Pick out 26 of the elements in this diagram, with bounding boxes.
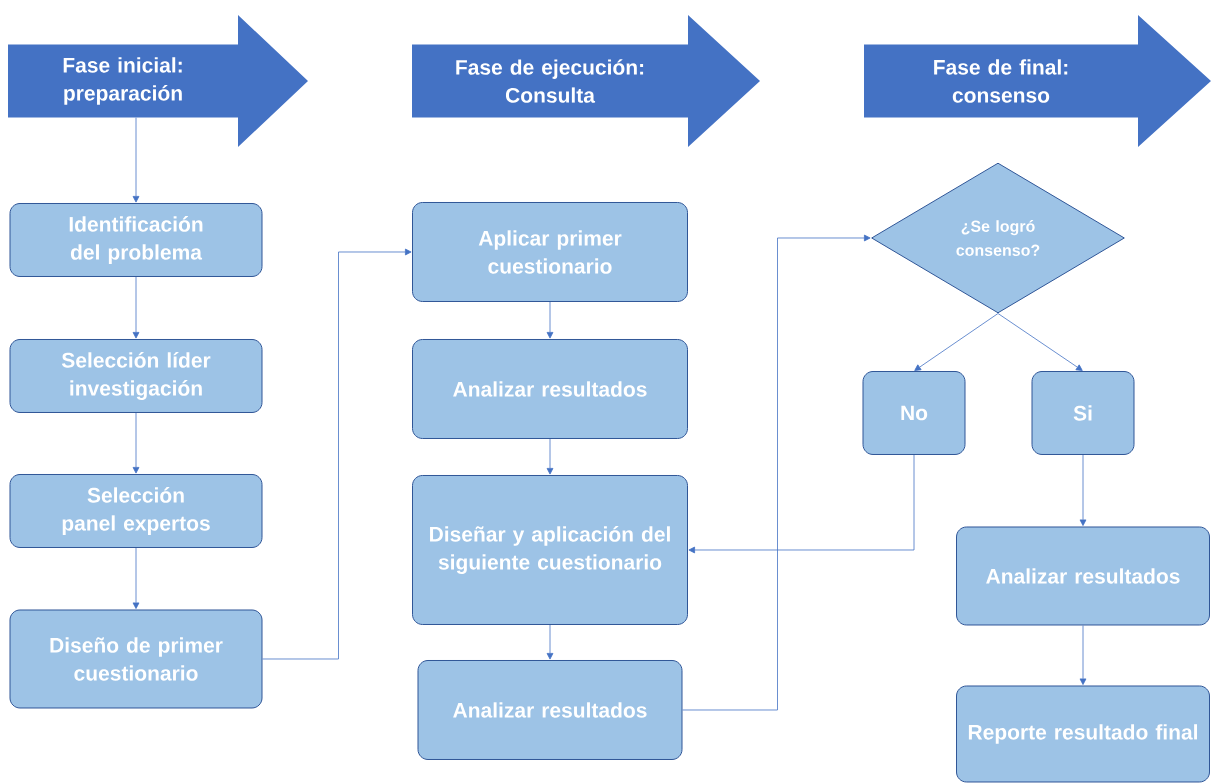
arrow — [1079, 625, 1087, 685]
arrow — [914, 313, 999, 371]
process-box: Reporte resultado final — [956, 685, 1210, 783]
arrow — [132, 276, 140, 339]
arrow — [1079, 454, 1087, 526]
process-box: Identificación del problema — [9, 203, 263, 277]
process-box: Selección panel expertos — [9, 474, 263, 548]
arrow — [682, 234, 871, 711]
process-box: Analizar resultados — [417, 660, 683, 760]
process-box: Diseño de primer cuestionario — [9, 609, 263, 709]
arrow — [546, 624, 554, 660]
arrow — [132, 117, 140, 203]
arrow — [688, 454, 915, 554]
process-box: Selección líder investigación — [9, 339, 263, 413]
process-box: Diseñar y aplicación del siguiente cuestionario — [412, 475, 688, 625]
arrow — [997, 313, 1083, 371]
process-box: Si — [1031, 371, 1135, 455]
process-box: Analizar resultados — [412, 339, 688, 439]
process-box: Aplicar primer cuestionario — [412, 202, 688, 302]
process-box: No — [862, 371, 966, 455]
arrow — [262, 248, 412, 660]
process-box: Analizar resultados — [956, 526, 1210, 626]
arrow — [132, 547, 140, 609]
arrow — [546, 438, 554, 475]
arrow — [132, 412, 140, 474]
arrow — [546, 301, 554, 339]
